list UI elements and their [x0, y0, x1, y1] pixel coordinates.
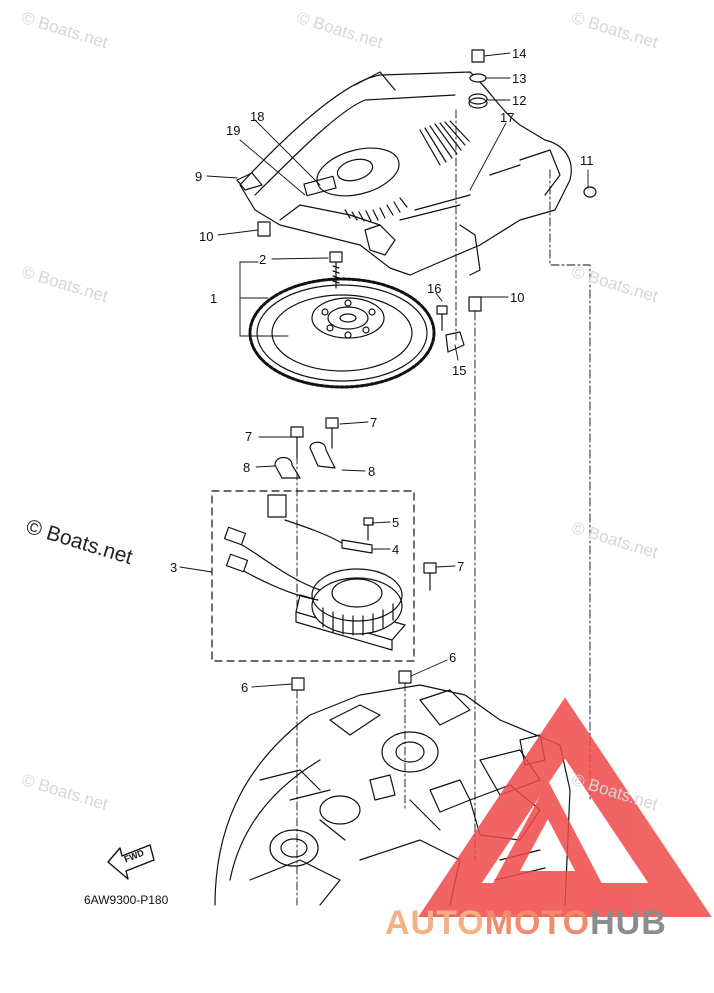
callout-1: 1 — [210, 291, 218, 306]
callout-7: 7 — [245, 429, 253, 444]
callout-15: 15 — [452, 363, 467, 378]
callout-11: 11 — [580, 153, 594, 168]
engine-block — [214, 684, 571, 906]
logo-part-hub: HUB — [590, 904, 667, 942]
logo-part-moto: MOTO — [484, 904, 591, 942]
callout-5: 5 — [392, 515, 400, 530]
callout-18: 18 — [250, 109, 265, 124]
logo-text: AUTOMOTOHUB — [385, 904, 667, 943]
flywheel-nut — [329, 251, 343, 289]
callout-9: 9 — [195, 169, 203, 184]
callout-10: 10 — [199, 229, 214, 244]
callout-14: 14 — [512, 46, 527, 61]
bracket — [445, 331, 465, 353]
dowels — [257, 221, 482, 691]
diagram-code: 6AW9300-P180 — [84, 893, 169, 907]
callout-10: 10 — [510, 290, 525, 305]
leader-lines — [179, 52, 591, 906]
callout-7: 7 — [457, 559, 465, 574]
callout-13: 13 — [512, 71, 527, 86]
callout-3: 3 — [170, 560, 178, 575]
callout-12: 12 — [512, 93, 527, 108]
callout-7: 7 — [370, 415, 378, 430]
flywheel — [248, 277, 436, 389]
flywheel-cover — [236, 71, 572, 276]
callout-6: 6 — [449, 650, 457, 665]
callout-4: 4 — [392, 542, 400, 557]
callout-16: 16 — [427, 281, 442, 296]
logo-triangle-icon — [418, 697, 712, 917]
clamps — [274, 441, 336, 479]
callout-17: 17 — [500, 110, 515, 125]
callout-6: 6 — [241, 680, 249, 695]
callout-19: 19 — [226, 123, 241, 138]
fwd-arrow-icon — [107, 844, 155, 880]
callout-8: 8 — [243, 460, 251, 475]
callout-2: 2 — [259, 252, 267, 267]
logo-part-auto: AUTO — [385, 904, 485, 942]
callout-8: 8 — [368, 464, 376, 479]
stator — [211, 490, 415, 662]
bolts — [290, 305, 448, 591]
grommets — [468, 49, 597, 198]
